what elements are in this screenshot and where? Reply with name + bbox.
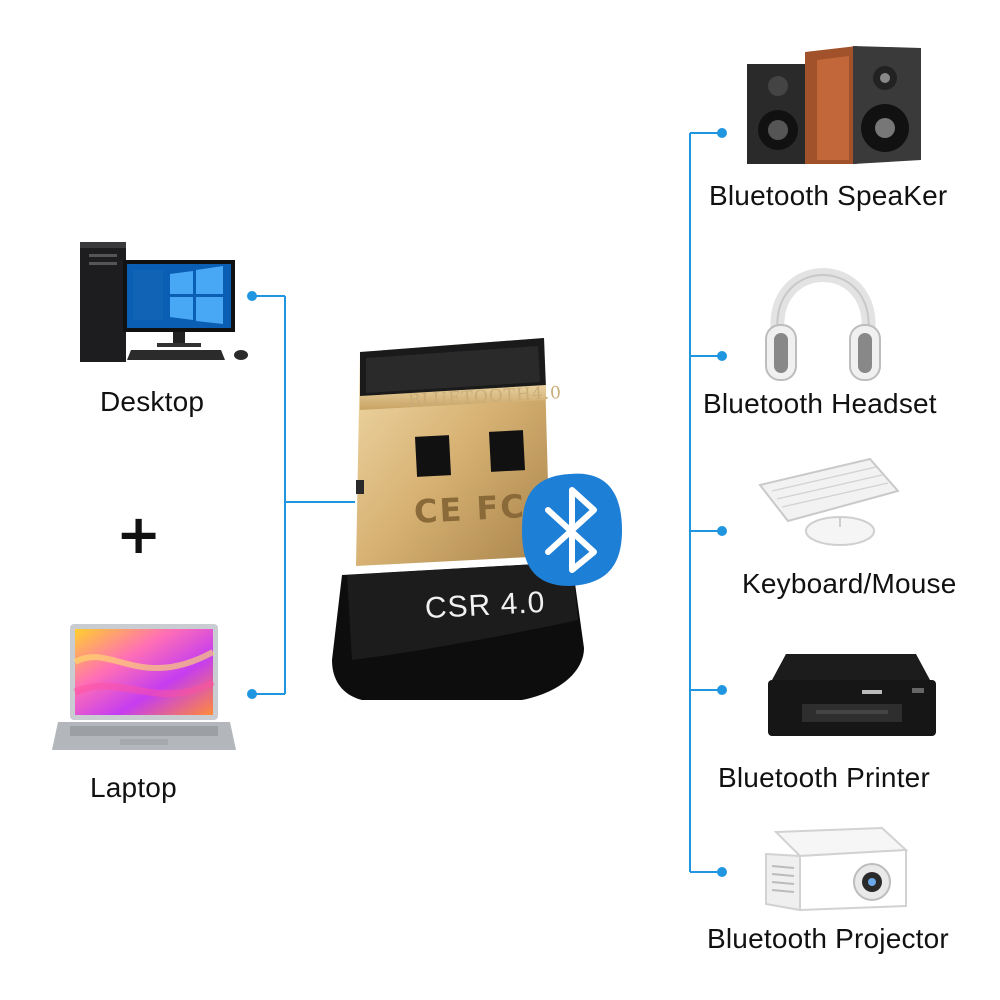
bluetooth-printer-label: Bluetooth Printer [718, 762, 930, 793]
bluetooth-logo-icon [522, 473, 622, 586]
headset-icon [765, 268, 881, 381]
speaker-icon [747, 46, 921, 164]
laptop-icon [52, 624, 236, 750]
printer-icon [768, 654, 936, 736]
keyboard-mouse-label: Keyboard/Mouse [742, 568, 957, 599]
projector-icon [765, 826, 909, 912]
adapter-model-label: CSR 4.0 [424, 585, 547, 626]
adapter-certification-marks: CE FC [413, 487, 527, 531]
bluetooth-projector-label: Bluetooth Projector [707, 923, 949, 954]
desktop-label: Desktop [100, 386, 205, 417]
bluetooth-speaker-label: Bluetooth SpeaKer [709, 180, 948, 211]
usb-bluetooth-adapter [332, 338, 622, 700]
bluetooth-headset-label: Bluetooth Headset [703, 388, 937, 419]
keyboard-mouse-icon [758, 457, 900, 546]
laptop-label: Laptop [90, 772, 177, 803]
desktop-computer-icon [80, 242, 248, 362]
plus-sign: + [116, 503, 162, 566]
